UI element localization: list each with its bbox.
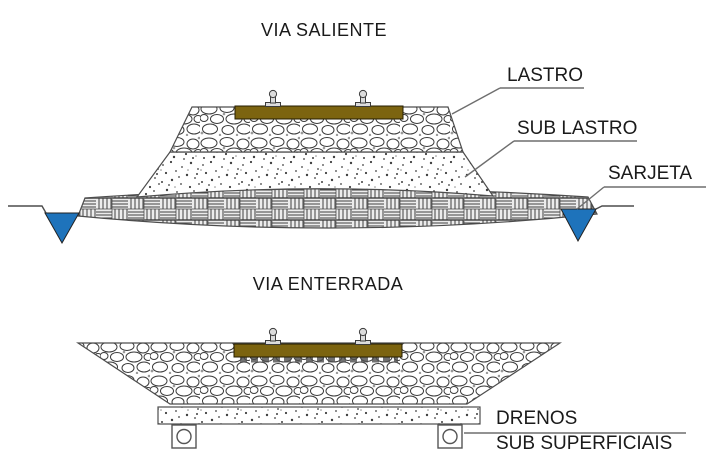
label-drenos-line2: SUB SUPERFICIAIS [496,433,673,454]
top-diagram-title: VIA SALIENTE [260,20,388,40]
rail-profile-icon-right [355,89,371,107]
ground-line-right [595,205,634,210]
top-diagram [8,87,706,245]
rail-profile-icon-buried-left [265,327,281,345]
rail-profile-icon-buried-right [355,327,371,345]
leader-line-lastro [451,87,501,115]
sleeper [234,105,404,120]
ditch-water-right [560,208,597,243]
bottom-diagram [76,327,686,449]
label-sub-lastro: SUB LASTRO [517,118,638,139]
sleeper-buried [233,343,403,358]
subballast-layer [135,151,495,198]
leader-line-sub-lastro [464,140,515,178]
leader-line-sarjeta [576,186,605,210]
label-lastro: LASTRO [507,65,584,86]
rail-profile-icon-left [265,89,281,107]
ditch-water-left [44,212,80,245]
subballast-slab [157,406,481,425]
drain-icon-left [171,424,197,449]
ballast-layer-buried [76,342,563,405]
label-sarjeta: SARJETA [608,163,693,184]
bottom-diagram-title: VIA ENTERRADA [252,274,404,294]
ground-line-left [8,205,47,214]
label-drenos-line1: DRENOS [496,408,578,429]
drain-icon-right [437,424,463,449]
